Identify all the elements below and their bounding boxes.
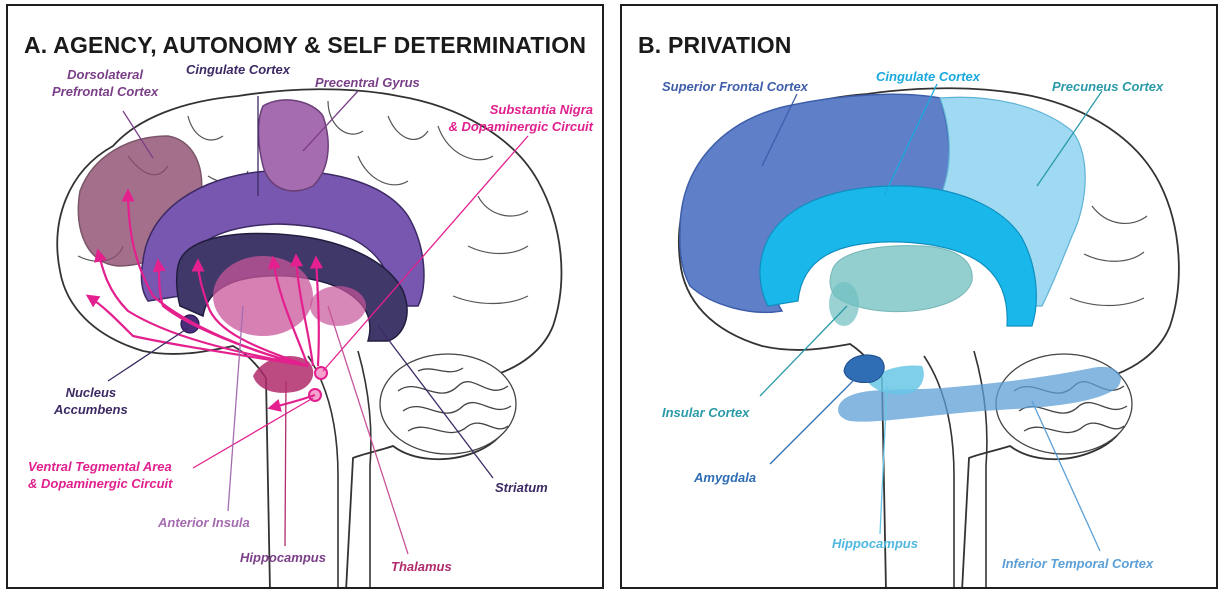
label-dlpfc: Dorsolateral Prefrontal Cortex <box>52 66 158 100</box>
label-precuneus-cortex: Precuneus Cortex <box>1052 78 1163 95</box>
label-nacc-line1: Nucleus <box>54 384 128 401</box>
label-amygdala: Amygdala <box>694 469 756 486</box>
label-substantia-nigra: Substantia Nigra & Dopaminergic Circuit <box>418 101 593 135</box>
label-anterior-insula: Anterior Insula <box>158 514 250 531</box>
label-cingulate-cortex-b: Cingulate Cortex <box>876 68 980 85</box>
panel-a-title: A. AGENCY, AUTONOMY & SELF DETERMINATION <box>24 32 586 59</box>
amygdala-region <box>844 355 884 383</box>
label-nucleus-accumbens: Nucleus Accumbens <box>54 384 128 418</box>
label-vta-line1: Ventral Tegmental Area <box>28 458 172 475</box>
label-cingulate-cortex-a: Cingulate Cortex <box>186 61 290 78</box>
label-vta: Ventral Tegmental Area & Dopaminergic Ci… <box>28 458 172 492</box>
label-hippocampus-b: Hippocampus <box>832 535 918 552</box>
label-vta-line2: & Dopaminergic Circuit <box>28 475 172 492</box>
label-sn-line1: Substantia Nigra <box>418 101 593 118</box>
label-striatum: Striatum <box>495 479 548 496</box>
label-insular-cortex: Insular Cortex <box>662 404 749 421</box>
precentral-region <box>258 100 328 191</box>
label-thalamus: Thalamus <box>391 558 452 575</box>
panel-b-title: B. PRIVATION <box>638 32 792 59</box>
cerebellum <box>380 354 516 454</box>
label-nacc-line2: Accumbens <box>54 401 128 418</box>
panel-privation: B. PRIVATION <box>620 4 1218 589</box>
label-superior-frontal-cortex: Superior Frontal Cortex <box>662 78 808 95</box>
label-precentral-gyrus: Precentral Gyrus <box>315 74 420 91</box>
label-sn-line2: & Dopaminergic Circuit <box>418 118 593 135</box>
label-hippocampus-a: Hippocampus <box>240 549 326 566</box>
label-dlpfc-line1: Dorsolateral <box>52 66 158 83</box>
panel-agency: A. AGENCY, AUTONOMY & SELF DETERMINATION <box>6 4 604 589</box>
label-inferior-temporal-cortex: Inferior Temporal Cortex <box>1002 555 1153 572</box>
label-dlpfc-line2: Prefrontal Cortex <box>52 83 158 100</box>
